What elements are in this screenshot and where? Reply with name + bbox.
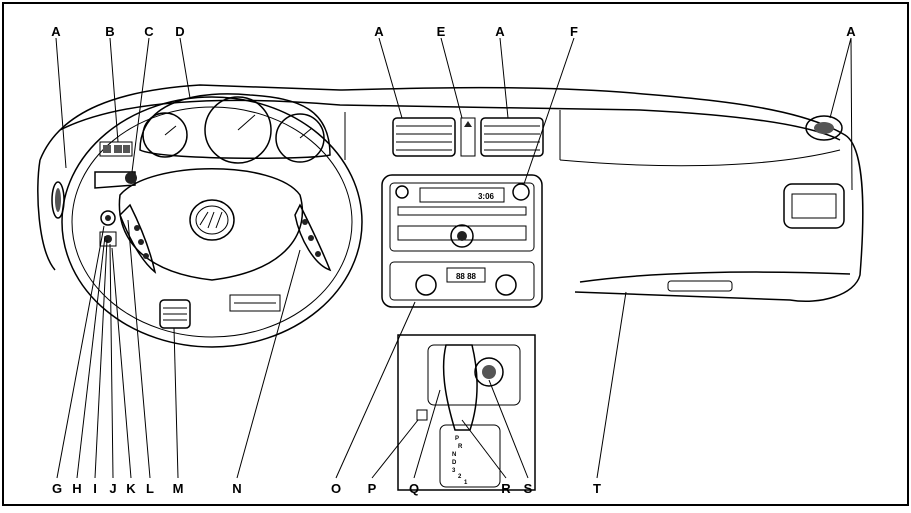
bottom-callouts: G H I J K L M N O P Q R S T: [52, 481, 601, 496]
callout-a1: A: [51, 24, 61, 39]
callout-j: J: [109, 481, 116, 496]
climate-controls: [389, 261, 535, 301]
diagram-border: [2, 2, 909, 506]
right-side-vents: [783, 115, 845, 229]
turn-signal-lever: [94, 171, 137, 189]
callout-r: R: [501, 481, 511, 496]
shift-gate: [439, 424, 501, 488]
callout-g: G: [52, 481, 62, 496]
hazard-icon: [464, 121, 472, 127]
gear-d: D: [452, 460, 457, 466]
center-console: P R N D 3 2 1: [397, 334, 536, 491]
gear-2: 2: [458, 474, 462, 480]
instrument-cluster: [139, 93, 331, 164]
dashboard-outline: [37, 84, 864, 302]
callout-o: O: [331, 481, 341, 496]
center-vents: [392, 117, 544, 157]
callout-l: L: [146, 481, 154, 496]
callout-e: E: [437, 24, 446, 39]
gear-1: 1: [464, 480, 468, 486]
callout-p: P: [368, 481, 377, 496]
gear-p: P: [455, 436, 459, 442]
callout-d: D: [175, 24, 184, 39]
console-button: [416, 409, 428, 421]
gear-n: N: [452, 452, 456, 458]
callout-i: I: [93, 481, 97, 496]
shift-lever: [442, 344, 478, 431]
radio-display: [419, 187, 505, 203]
radio-unit: [389, 182, 535, 252]
callout-a4: A: [846, 24, 856, 39]
callout-f: F: [570, 24, 578, 39]
power-outlet: [474, 357, 504, 387]
steering-wheel: [61, 96, 363, 348]
climate-display-text: 88 88: [456, 272, 477, 281]
radio-display-text: 3:06: [478, 192, 495, 201]
gear-3: 3: [452, 468, 456, 474]
callout-c: C: [144, 24, 154, 39]
left-lower-switches: [99, 210, 117, 247]
callout-q: Q: [409, 481, 419, 496]
headlamp-controls: [99, 141, 133, 157]
callout-a3: A: [495, 24, 505, 39]
callout-t: T: [593, 481, 601, 496]
callout-a2: A: [374, 24, 384, 39]
callout-k: K: [126, 481, 136, 496]
center-stack: 3:06 88 88: [381, 174, 543, 308]
leader-lines: [55, 37, 853, 479]
top-callouts: A B C D A E A F A: [51, 24, 856, 39]
glove-box: [579, 271, 851, 292]
gear-r: R: [458, 444, 463, 450]
callout-h: H: [72, 481, 81, 496]
callout-b: B: [105, 24, 114, 39]
callout-n: N: [232, 481, 241, 496]
callout-m: M: [173, 481, 184, 496]
radio-knob: [450, 224, 474, 248]
callout-s: S: [524, 481, 533, 496]
buick-logo-icon: [189, 199, 235, 241]
climate-display: [446, 267, 486, 283]
brake-pedal: [159, 299, 191, 329]
hazard-button: [460, 117, 476, 157]
